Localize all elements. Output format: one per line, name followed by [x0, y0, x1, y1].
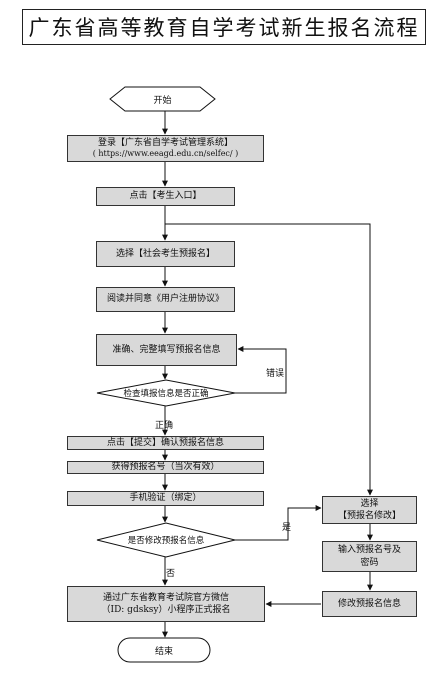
login-node: 登录【广东省自学考试管理系统】 ( https://www.eeagd.edu.…: [67, 135, 264, 162]
input-line1: 输入预报名号及: [337, 545, 401, 556]
wechat-line2: （ID: gdsksy）小程序正式报名: [101, 605, 231, 615]
end-node: 结束: [154, 646, 173, 657]
choose-modify-line2: 【预报名修改】: [337, 511, 401, 521]
modify-question-node: 是否修改预报名信息: [127, 536, 205, 546]
modify-info-node: 修改预报名信息: [322, 591, 417, 617]
login-line1: 登录【广东省自学考试管理系统】: [97, 138, 233, 149]
start-node: 开始: [153, 95, 172, 106]
phone-verify-node: 手机验证（绑定）: [67, 491, 264, 506]
read-agree-node: 阅读并同意《用户注册协议》: [96, 287, 235, 312]
check-correct-node: 检查填报信息是否正确: [123, 389, 209, 399]
choose-modify-line1: 选择: [360, 498, 379, 509]
input-number-node: 输入预报名号及 密码: [322, 541, 417, 572]
label-no: 否: [166, 569, 176, 579]
input-line2: 密码: [360, 557, 379, 568]
label-yes: 是: [282, 523, 292, 533]
page-title: 广东省高等教育自学考试新生报名流程: [22, 9, 426, 45]
choose-modify-node: 选择 【预报名修改】: [322, 496, 417, 524]
click-entry-node: 点击【考生入口】: [96, 187, 235, 206]
start-shape: [109, 86, 216, 112]
login-line2: ( https://www.eeagd.edu.cn/selfec/ ): [92, 149, 239, 159]
get-number-node: 获得预报名号（当次有效）: [67, 461, 264, 474]
wechat-register-node: 通过广东省教育考试院官方微信 （ID: gdsksy）小程序正式报名: [67, 586, 265, 622]
choose-social-node: 选择【社会考生预报名】: [96, 241, 235, 267]
label-correct: 正确: [155, 421, 174, 431]
label-wrong: 错误: [266, 369, 285, 379]
fill-info-node: 准确、完整填写预报名信息: [96, 334, 237, 366]
end-shape: [117, 637, 211, 663]
submit-node: 点击【提交】确认预报名信息: [67, 436, 264, 450]
wechat-line1: 通过广东省教育考试院官方微信: [102, 592, 229, 603]
